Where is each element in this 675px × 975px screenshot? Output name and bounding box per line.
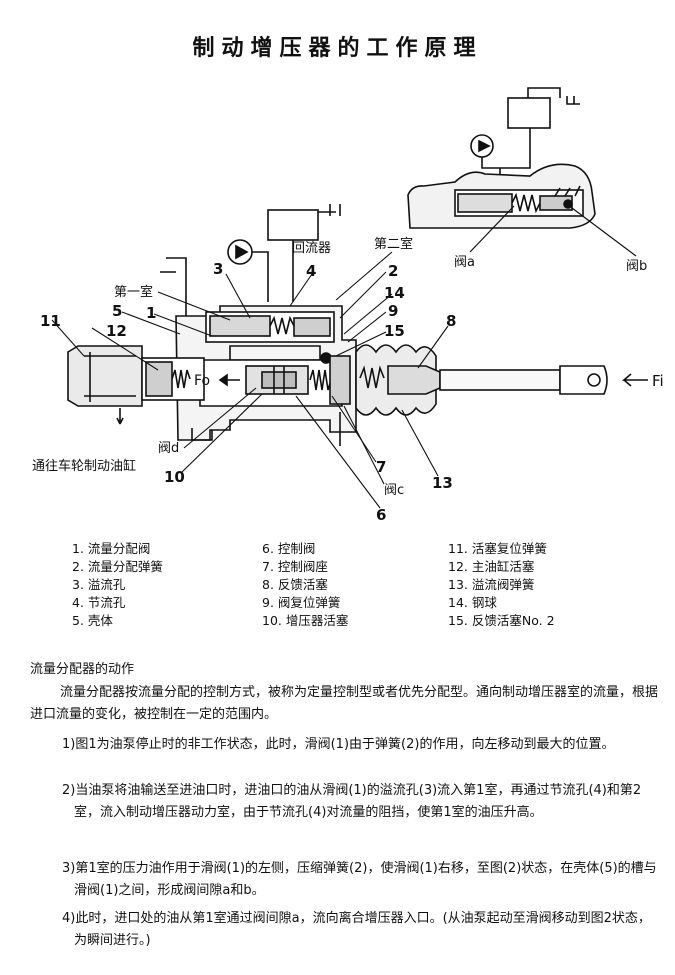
- step-item: 2)当油泵将油输送至进油口时，进油口的油从滑阀(1)的溢流孔(3)流入第1室，再…: [62, 783, 642, 820]
- booster-internals: [218, 352, 351, 405]
- label-15: 15: [384, 322, 405, 340]
- piston-return-spring: [171, 369, 191, 389]
- part-item: 10. 增压器活塞: [262, 613, 349, 628]
- number-labels: 11 5 12 1 3 4 2 14 9 15 8 10 7 13 6: [40, 260, 456, 524]
- label-13: 13: [432, 474, 453, 492]
- part-item: 11. 活塞复位弹簧: [448, 541, 547, 556]
- part-item: 5. 壳体: [72, 613, 113, 628]
- step-item: 4)此时，进口处的油从第1室通过阀间隙a，流向离合增压器入口。(从油泵起动至滑阀…: [62, 911, 651, 948]
- control-valve: [261, 371, 297, 389]
- leader-valve-b: [571, 207, 637, 257]
- part-item: 2. 流量分配弹簧: [72, 559, 163, 574]
- fo-arrow: [218, 373, 240, 387]
- part-item: 14. 钢球: [448, 595, 497, 610]
- label-chamber-2: 第二室: [374, 236, 413, 252]
- reservoir-symbol: [160, 257, 187, 284]
- parts-list-col3: 11. 活塞复位弹簧 12. 主油缸活塞 13. 溢流阀弹簧 14. 钢球 15…: [448, 540, 555, 630]
- part-item: 6. 控制阀: [262, 541, 316, 556]
- parts-list-col1: 1. 流量分配阀 2. 流量分配弹簧 3. 溢流孔 4. 节流孔 5. 壳体: [72, 540, 163, 630]
- inset-spring: [511, 192, 541, 214]
- brake-booster-diagram: 11 5 12 1 3 4 2 14 9 15 8 10 7 13 6 第一室 …: [32, 87, 664, 524]
- part-item: 15. 反馈活塞No. 2: [448, 613, 555, 628]
- flow-distributor-spool: [209, 315, 271, 337]
- label-14: 14: [384, 284, 405, 302]
- label-valve-b: 阀b: [626, 259, 647, 274]
- fi-arrow: [621, 373, 648, 387]
- top-tank-symbol: [318, 204, 341, 216]
- label-fo: Fo: [194, 373, 210, 389]
- label-to-wheel-cylinder: 通往车轮制动油缸: [32, 458, 136, 474]
- label-5: 5: [112, 302, 122, 320]
- inset-detail: [407, 87, 596, 229]
- part-item: 3. 溢流孔: [72, 577, 126, 592]
- parts-list-col2: 6. 控制阀 7. 控制阀座 8. 反馈活塞 9. 阀复位弹簧 10. 增压器活…: [262, 540, 348, 630]
- step-item: 1)图1为油泵停止时的非工作状态，此时，滑阀(1)由于弹簧(2)的作用，向左移动…: [62, 737, 615, 752]
- rod-clevis: [559, 365, 608, 395]
- leader-lines: [51, 251, 449, 509]
- part-item: 8. 反馈活塞: [262, 577, 328, 592]
- valve-return-spring: [309, 369, 332, 391]
- label-2: 2: [388, 262, 398, 280]
- part-item: 12. 主油缸活塞: [448, 559, 535, 574]
- input-rod: [439, 369, 561, 391]
- intro-paragraph: 流量分配器按流量分配的控制方式，被称为定量控制型或者优先分配型。通向制动增压器室…: [30, 685, 659, 722]
- label-4: 4: [306, 262, 316, 280]
- label-9: 9: [388, 302, 398, 320]
- master-cylinder: [67, 345, 213, 441]
- label-6: 6: [376, 506, 386, 524]
- return-tank-box: [267, 209, 319, 241]
- label-10: 10: [164, 468, 185, 486]
- page-title: 制动增压器的工作原理: [192, 36, 483, 61]
- part-item: 1. 流量分配阀: [72, 541, 151, 556]
- feedback-piston: [387, 365, 441, 395]
- relief-valve-spring: [359, 365, 385, 389]
- label-11: 11: [40, 312, 61, 330]
- part-item: 7. 控制阀座: [262, 559, 328, 574]
- section-heading: 流量分配器的动作: [30, 662, 135, 677]
- label-valve-a: 阀a: [454, 255, 475, 270]
- inset-box: [507, 97, 551, 129]
- part-item: 13. 溢流阀弹簧: [448, 577, 535, 592]
- label-valve-c: 阀c: [384, 483, 404, 498]
- label-valve-d: 阀d: [158, 441, 179, 456]
- label-return-flow: 回流器: [292, 241, 331, 256]
- boot-and-rod: [339, 344, 608, 446]
- label-fi: Fi: [652, 372, 664, 390]
- step-item: 3)第1室的压力油作用于滑阀(1)的左侧，压缩弹簧(2)，使滑阀(1)右移，至图…: [62, 861, 657, 898]
- part-item: 4. 节流孔: [72, 595, 126, 610]
- flow-distributor-spring: [269, 315, 295, 335]
- inset-tank-symbol: [527, 87, 580, 105]
- text-labels: 第一室 第二室 回流器 Fo Fi 阀a 阀b 阀c 阀d 通往车轮制动油缸: [32, 236, 664, 498]
- label-chamber-1: 第一室: [114, 284, 153, 300]
- feedback-piston-2: [329, 355, 351, 405]
- part-item: 9. 阀复位弹簧: [262, 595, 341, 610]
- label-3: 3: [213, 260, 223, 278]
- label-7: 7: [376, 458, 386, 476]
- label-8: 8: [446, 312, 456, 330]
- label-12: 12: [106, 322, 127, 340]
- leader-valve-a: [469, 205, 515, 253]
- label-1: 1: [146, 304, 156, 322]
